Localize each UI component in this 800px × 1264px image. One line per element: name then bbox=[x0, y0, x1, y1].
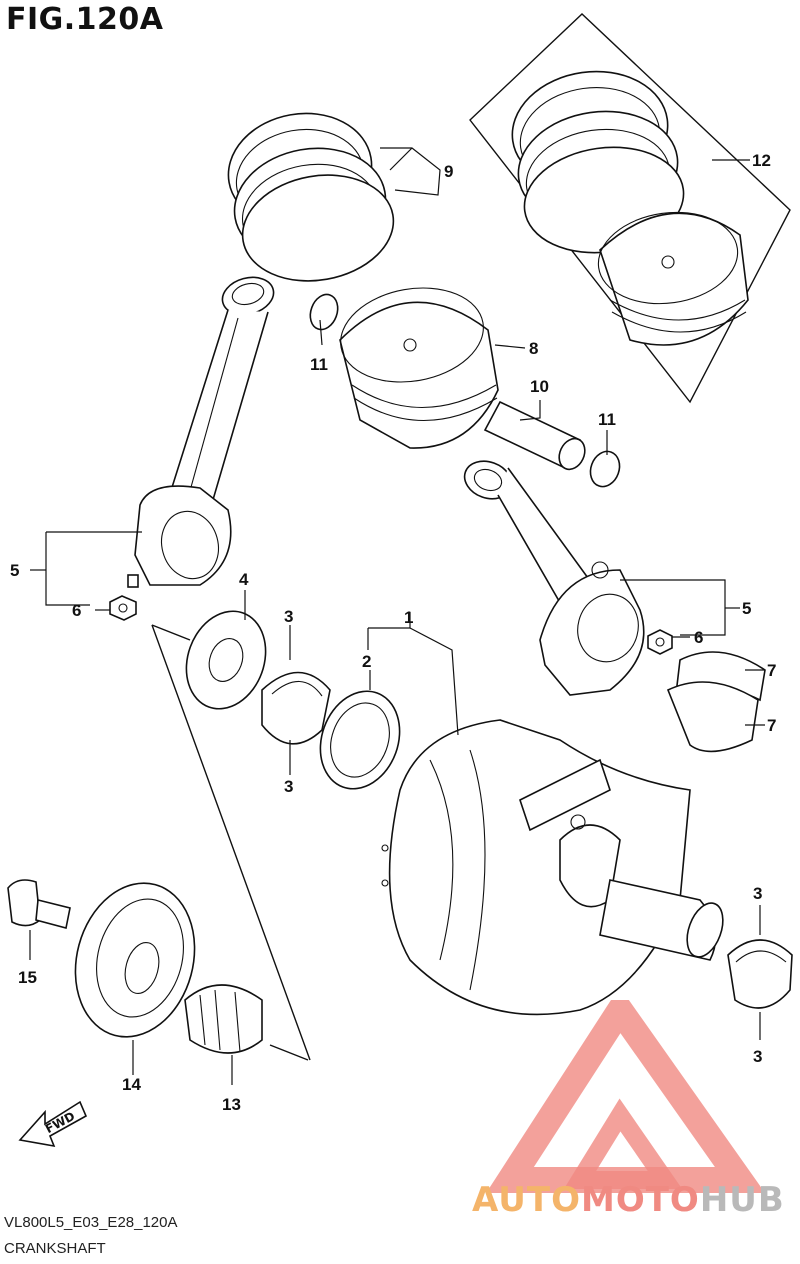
leader-lines bbox=[29, 147, 765, 1085]
callout-14: 14 bbox=[122, 1075, 141, 1094]
circlip-11-left bbox=[309, 293, 339, 331]
callout-7-b: 7 bbox=[767, 716, 776, 735]
callout-7-a: 7 bbox=[767, 661, 776, 680]
piston-rings-9 bbox=[227, 112, 395, 282]
callout-9: 9 bbox=[444, 162, 453, 181]
callout-11-a: 11 bbox=[310, 355, 328, 374]
model-code: VL800L5_E03_E28_120A bbox=[4, 1214, 178, 1231]
bolt-15 bbox=[7, 879, 71, 929]
callout-3-d: 3 bbox=[753, 1047, 762, 1066]
callout-6-a: 6 bbox=[72, 601, 81, 620]
callout-2: 2 bbox=[362, 652, 371, 671]
nut-6-left bbox=[109, 595, 137, 621]
piston-12 bbox=[597, 211, 749, 346]
fwd-label: FWD bbox=[43, 1109, 77, 1136]
nut-6-right bbox=[647, 629, 673, 655]
connecting-rod-right bbox=[463, 460, 645, 696]
grouping-line bbox=[151, 624, 311, 1061]
section-name: CRANKSHAFT bbox=[4, 1240, 106, 1257]
callout-11-b: 11 bbox=[598, 410, 616, 429]
figure-title: FIG.120A bbox=[6, 2, 164, 37]
thrust-washer-4 bbox=[185, 610, 267, 710]
callout-6-b: 6 bbox=[694, 628, 703, 647]
callout-3-c: 3 bbox=[753, 884, 762, 903]
callout-13: 13 bbox=[222, 1095, 241, 1114]
bearing-3-right bbox=[727, 939, 793, 1009]
callout-4: 4 bbox=[239, 570, 249, 589]
callout-3-a: 3 bbox=[284, 607, 293, 626]
watermark-word-1: AUTO bbox=[472, 1180, 581, 1220]
callout-10: 10 bbox=[530, 377, 549, 396]
gear-14 bbox=[74, 882, 196, 1038]
connecting-rod-left bbox=[127, 276, 275, 588]
gear-13 bbox=[184, 984, 263, 1054]
crankshaft-1 bbox=[381, 719, 724, 1016]
callout-5-b: 5 bbox=[742, 599, 751, 618]
kit-box-12 bbox=[469, 13, 791, 404]
piston-8 bbox=[339, 287, 499, 449]
callout-8: 8 bbox=[529, 339, 538, 358]
piston-pin-10 bbox=[483, 400, 586, 471]
callout-15: 15 bbox=[18, 968, 37, 987]
watermark-logo-icon bbox=[486, 1000, 766, 1193]
watermark-word-3: HUB bbox=[699, 1180, 785, 1220]
bearings-7 bbox=[666, 651, 766, 753]
piston-rings-12 bbox=[511, 70, 685, 254]
callout-12: 12 bbox=[752, 151, 771, 170]
bearing-3-center bbox=[261, 671, 331, 745]
ring-2 bbox=[319, 690, 401, 790]
circlip-11-right bbox=[589, 450, 621, 488]
callout-3-b: 3 bbox=[284, 777, 293, 796]
watermark-word-2: MOTO bbox=[580, 1180, 700, 1220]
fwd-arrow-icon: FWD bbox=[18, 1100, 88, 1148]
callout-5-a: 5 bbox=[10, 561, 19, 580]
watermark-brand: AUTOMOTOHUB bbox=[472, 1180, 785, 1220]
callout-1: 1 bbox=[404, 608, 413, 627]
